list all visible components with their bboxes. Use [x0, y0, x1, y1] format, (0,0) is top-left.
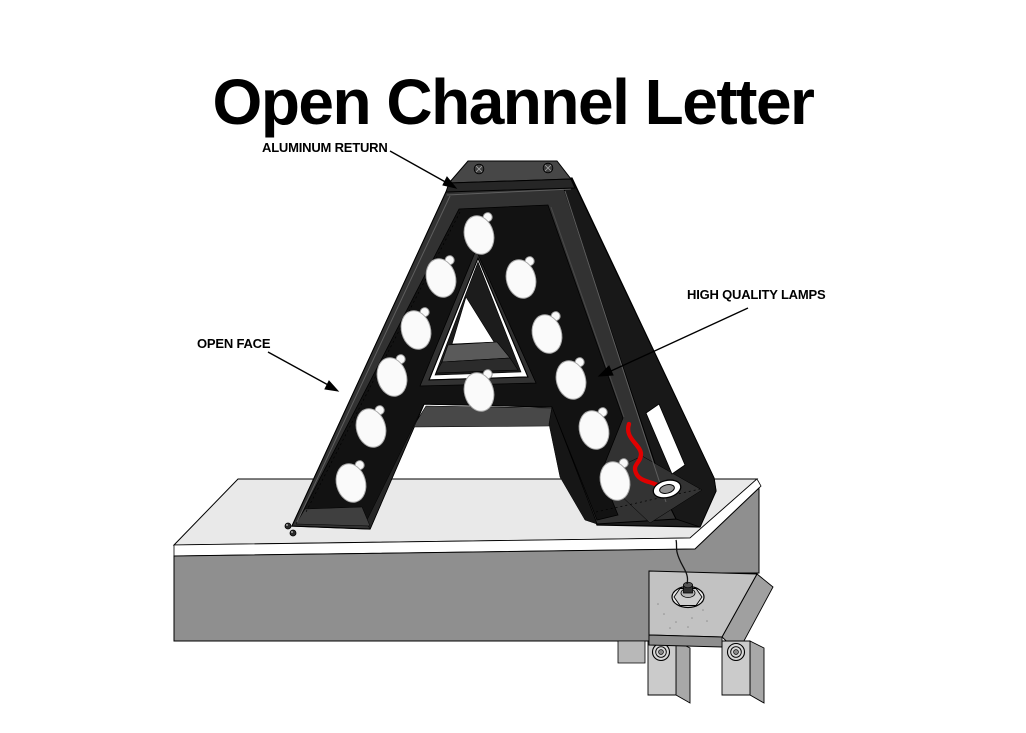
- bolt-ring: [655, 646, 667, 658]
- lamp-bulb: [376, 357, 408, 397]
- lamp: [505, 256, 537, 299]
- bolt-center: [658, 649, 664, 655]
- lamp-bulb: [599, 461, 631, 501]
- base-screw: [284, 522, 292, 530]
- lamps: [335, 212, 631, 503]
- lamp: [463, 369, 495, 412]
- nut-wire: [675, 539, 689, 585]
- bolt-center: [733, 649, 739, 655]
- lamp-bulb: [425, 258, 457, 298]
- cap-screw: [542, 162, 554, 174]
- arrowhead: [442, 176, 458, 189]
- grommet-hole: [659, 484, 675, 494]
- hole-bottom-wall-dark: [435, 357, 519, 374]
- bolt-ring: [730, 646, 742, 658]
- bevel-line: [550, 206, 625, 418]
- base-screws: [284, 522, 297, 537]
- cap-front-band: [445, 178, 576, 193]
- lamp: [355, 405, 387, 448]
- page-title: Open Channel Letter: [212, 65, 815, 138]
- power-wire: [625, 421, 664, 491]
- lamp: [400, 307, 432, 350]
- notch-right-wall: [548, 406, 598, 525]
- lamp: [531, 311, 563, 354]
- lamp-bulb: [335, 463, 367, 503]
- aluminum-return-label: ALUMINUM RETURN: [262, 140, 388, 155]
- lamp: [335, 460, 367, 503]
- bracket-stub: [617, 640, 646, 664]
- leader-line: [389, 150, 450, 185]
- lamp: [425, 255, 457, 298]
- post-bolt: [726, 642, 746, 662]
- mounting-bracket: [617, 539, 774, 704]
- bracket-plate-edge: [648, 634, 723, 648]
- letter-triangle-hole: [434, 261, 522, 376]
- callout-leaders: [267, 150, 749, 392]
- wiring-slot: [645, 403, 686, 475]
- arrowhead: [597, 365, 614, 377]
- letter-notch: [365, 403, 598, 530]
- post-bolt: [651, 642, 671, 662]
- rim-bevel-lines: [296, 188, 667, 523]
- post-side: [675, 640, 691, 704]
- nut-stud-top: [683, 581, 693, 589]
- leader-line: [267, 351, 331, 387]
- base-screw-glint: [286, 524, 288, 526]
- wire-grommet: [652, 479, 682, 499]
- lamp-bulb: [355, 408, 387, 448]
- lamp-bulb: [505, 259, 537, 299]
- lamp-bulb: [531, 314, 563, 354]
- screw-cross: [544, 164, 552, 172]
- lamp: [376, 354, 408, 397]
- lamp-bulb: [400, 310, 432, 350]
- post-side: [749, 640, 765, 704]
- letter-top-cap: [445, 160, 576, 193]
- bevel-line: [564, 190, 667, 503]
- leader-line: [610, 307, 749, 372]
- screw-cross: [475, 165, 483, 173]
- base-screw-glint: [291, 531, 293, 533]
- cap-screw: [473, 163, 485, 175]
- lamp: [555, 357, 587, 400]
- lamp-bulb: [463, 215, 495, 255]
- bracket-plate-speckles: [657, 603, 708, 629]
- arrowhead: [324, 380, 340, 392]
- leader-open-face: [267, 351, 340, 392]
- lamp: [463, 212, 495, 255]
- bevel-line: [296, 195, 451, 523]
- left-foot-inside-bottom: [295, 506, 371, 527]
- mounting-nut: [671, 581, 705, 609]
- lamp-bulb: [555, 360, 587, 400]
- channel-letter-a: [291, 160, 717, 530]
- bracket-posts: [647, 640, 765, 704]
- open-face-label: OPEN FACE: [197, 336, 271, 351]
- hole-opening: [451, 296, 495, 345]
- high-quality-lamps-label: HIGH QUALITY LAMPS: [687, 287, 826, 302]
- leader-aluminum-return: [389, 150, 458, 189]
- lamp: [599, 458, 631, 501]
- lamp-bulb: [578, 410, 610, 450]
- base-screw: [289, 529, 297, 537]
- bevel-line: [446, 188, 572, 196]
- lamp: [578, 407, 610, 450]
- lamp-bulb: [463, 372, 495, 412]
- leader-high-quality-lamps: [597, 307, 749, 377]
